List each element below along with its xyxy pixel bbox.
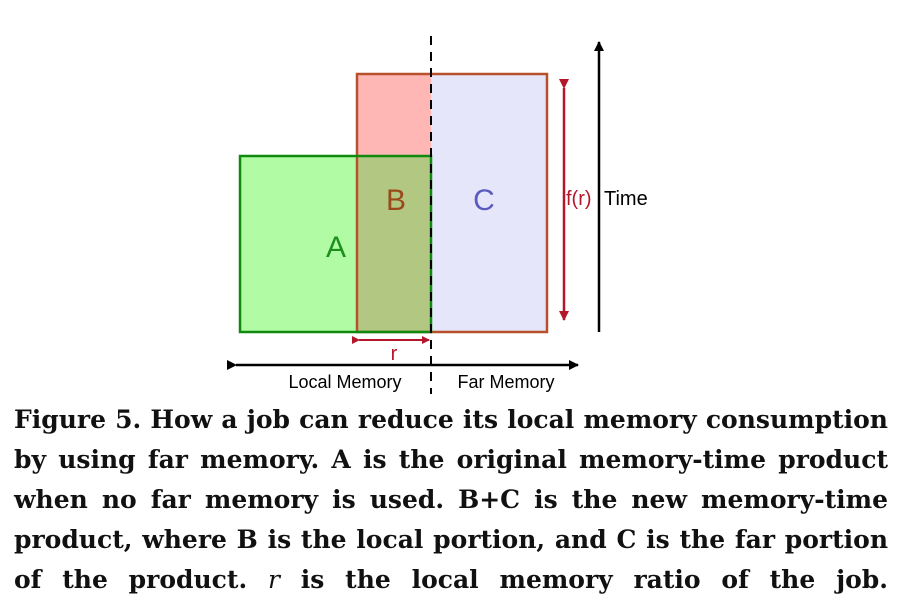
caption-var-r: r [267, 565, 280, 594]
memory-time-diagram: A B C f(r) Time r Local Memory Far Memor… [227, 36, 648, 394]
region-a [240, 156, 357, 332]
label-r: r [391, 343, 398, 365]
label-b: B [386, 184, 406, 217]
label-local-memory: Local Memory [288, 372, 401, 392]
figure-label: Figure 5. [14, 405, 142, 434]
figure-caption: Figure 5. How a job can reduce its local… [14, 400, 888, 600]
region-top-pink [357, 74, 431, 156]
region-b [357, 156, 431, 332]
region-c [431, 74, 547, 332]
new-product-box [355, 72, 549, 334]
label-fr: f(r) [566, 188, 592, 210]
label-c: C [473, 184, 495, 217]
label-far-memory: Far Memory [457, 372, 554, 392]
label-a: A [326, 231, 346, 264]
caption-text-end: is the local memory ratio of the job. [300, 565, 888, 594]
caption-text: How a job can reduce its local memory co… [14, 405, 888, 594]
label-time: Time [604, 188, 648, 210]
